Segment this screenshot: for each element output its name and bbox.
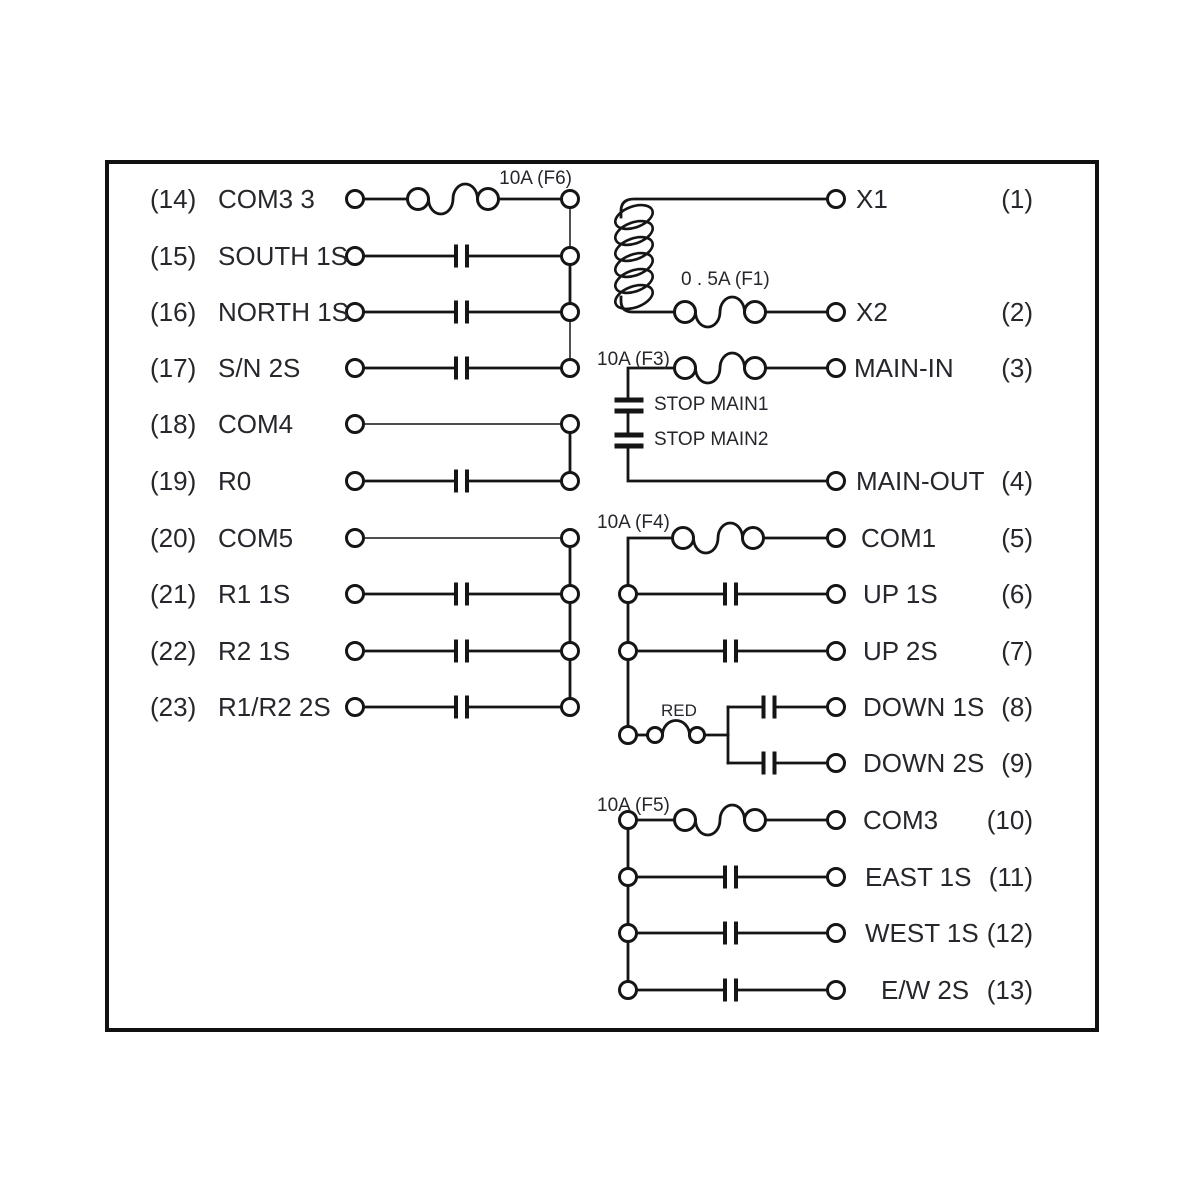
right-label-com1: COM1	[861, 523, 937, 553]
right-num-6: (6)	[1001, 579, 1033, 609]
right-label-down-1s: DOWN 1S	[863, 692, 985, 722]
left-num-14: (14)	[150, 184, 197, 214]
red-fuse-symbol	[635, 719, 730, 744]
coil-icon	[614, 203, 654, 311]
left-label-16: NORTH 1S	[218, 297, 349, 327]
fuse-label-f6: 10A (F6)	[499, 168, 572, 189]
right-label-x1: X1	[856, 184, 888, 214]
right-label-up-2s: UP 2S	[863, 636, 938, 666]
right-num-1: (1)	[1001, 184, 1033, 214]
right-num-13: (13)	[986, 975, 1033, 1005]
left-label-20: COM5	[218, 523, 294, 553]
left-bank-contacts	[453, 244, 470, 719]
right-label-x2: X2	[856, 297, 888, 327]
com3-branch-circuit	[618, 803, 846, 1003]
left-num-18: (18)	[150, 409, 197, 439]
stop-main1-contact-icon	[614, 397, 644, 414]
right-num-4: (4)	[1001, 466, 1033, 496]
right-num-9: (9)	[1001, 748, 1033, 778]
right-label-west-1s: WEST 1S	[865, 918, 979, 948]
left-num-23: (23)	[150, 692, 197, 722]
right-label-down-2s: DOWN 2S	[863, 748, 985, 778]
left-num-20: (20)	[150, 523, 197, 553]
left-label-18: COM4	[218, 409, 294, 439]
com1-branch-circuit	[618, 521, 846, 776]
right-num-2: (2)	[1001, 297, 1033, 327]
left-num-16: (16)	[150, 297, 197, 327]
left-label-14: COM3 3	[218, 184, 315, 214]
fuse-f3-symbol	[673, 351, 767, 385]
fuse-f4-symbol	[671, 521, 765, 555]
right-num-8: (8)	[1001, 692, 1033, 722]
right-label-main-in: MAIN-IN	[854, 353, 954, 383]
stop-main2-contact-icon	[614, 432, 644, 449]
right-num-7: (7)	[1001, 636, 1033, 666]
left-bank-wires	[362, 197, 572, 709]
relay-coil-circuit	[614, 189, 846, 329]
left-num-15: (15)	[150, 241, 197, 271]
right-num-12: (12)	[986, 918, 1033, 948]
right-label-com3: COM3	[863, 805, 939, 835]
stop-main2-label: STOP MAIN2	[654, 429, 769, 450]
left-bank-terminals	[345, 189, 580, 717]
right-num-5: (5)	[1001, 523, 1033, 553]
fuse-label-f4: 10A (F4)	[597, 512, 670, 533]
left-num-22: (22)	[150, 636, 197, 666]
fuse-f1-symbol	[673, 295, 767, 329]
left-label-23: R1/R2 2S	[218, 692, 331, 722]
left-label-22: R2 1S	[218, 636, 291, 666]
stop-main1-label: STOP MAIN1	[654, 394, 769, 415]
fuse-label-f1: 0 . 5A (F1)	[681, 269, 770, 290]
left-label-15: SOUTH 1S	[218, 241, 349, 271]
right-num-11: (11)	[988, 862, 1033, 892]
right-num-3: (3)	[1001, 353, 1033, 383]
right-label-up-1s: UP 1S	[863, 579, 938, 609]
right-label-ew-2s: E/W 2S	[881, 975, 970, 1005]
left-label-21: R1 1S	[218, 579, 291, 609]
fuse-label-red: RED	[661, 701, 697, 720]
fuse-label-f5: 10A (F5)	[597, 795, 670, 816]
right-label-main-out: MAIN-OUT	[856, 466, 985, 496]
left-num-19: (19)	[150, 466, 197, 496]
left-num-17: (17)	[150, 353, 197, 383]
fuse-label-f3: 10A (F3)	[597, 349, 670, 370]
right-label-east-1s: EAST 1S	[865, 862, 972, 892]
left-label-19: R0	[218, 466, 252, 496]
fuse-f5-symbol	[673, 803, 767, 837]
diagram-border	[105, 160, 1099, 1032]
right-num-10: (10)	[986, 805, 1033, 835]
left-label-17: S/N 2S	[218, 353, 301, 383]
main-stop-circuit	[614, 351, 846, 491]
left-num-21: (21)	[150, 579, 197, 609]
